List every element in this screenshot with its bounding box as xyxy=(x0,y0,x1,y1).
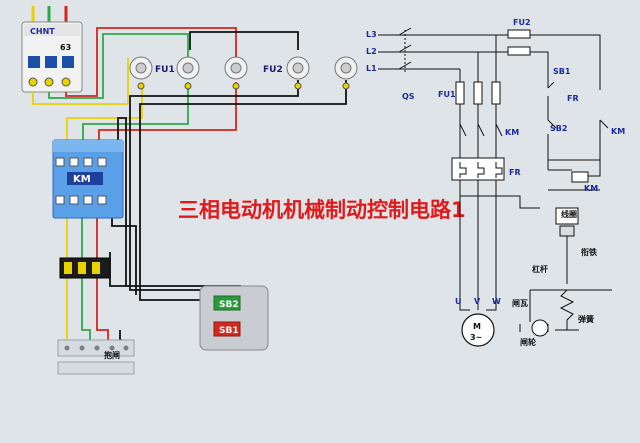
fu2-label: FU2 xyxy=(263,65,283,75)
button-station: SB2 SB1 xyxy=(199,285,269,351)
label-fr-contact: FR xyxy=(567,94,579,103)
label-spring: 弹簧 xyxy=(578,314,594,324)
schematic-lines xyxy=(378,27,612,337)
terminal-label: 抱闸 xyxy=(104,350,120,360)
label-armature: 衔铁 xyxy=(581,247,597,257)
breaker-brand: CHNT xyxy=(30,27,55,36)
start-button[interactable] xyxy=(213,295,241,311)
circuit-breaker[interactable]: CHNT 63 xyxy=(21,21,83,93)
start-button-label: SB2 xyxy=(219,300,239,310)
label-km-coil: KM xyxy=(584,184,598,193)
label-u: U xyxy=(455,297,462,306)
fuse-block-fu2[interactable]: FU2 xyxy=(263,56,358,90)
motor[interactable]: M 3~ xyxy=(461,313,495,347)
label-fr-main: FR xyxy=(509,168,521,177)
terminal-strip[interactable]: 抱闸 xyxy=(57,339,135,375)
label-km-aux: KM xyxy=(611,127,625,136)
label-qs: QS xyxy=(402,92,415,101)
label-sb2: SB2 xyxy=(550,124,567,133)
thermal-relay[interactable] xyxy=(59,257,111,279)
label-lever: 杠杆 xyxy=(532,264,548,274)
label-l2: L2 xyxy=(366,47,377,56)
label-fu1: FU1 xyxy=(438,90,456,99)
stop-button-label: SB1 xyxy=(219,326,239,336)
schematic-fu2 xyxy=(507,29,531,56)
label-sb1: SB1 xyxy=(553,67,571,76)
fuse-block-fu1[interactable]: FU1 xyxy=(129,56,248,90)
label-v: V xyxy=(474,297,481,306)
label-shoe: 闸瓦 xyxy=(512,298,528,308)
breaker-rating: 63 xyxy=(60,43,71,52)
motor-phase: 3~ xyxy=(470,333,482,342)
label-coil: 线圈 xyxy=(561,209,577,219)
motor-m: M xyxy=(473,322,481,331)
diagram-title: 三相电动机机械制动控制电路1 xyxy=(178,198,466,222)
fu1-label: FU1 xyxy=(155,65,175,75)
label-wheel: 闸轮 xyxy=(520,337,536,347)
stop-button[interactable] xyxy=(213,321,241,337)
label-l1: L1 xyxy=(366,64,377,73)
contactor-km[interactable]: KM xyxy=(52,139,124,219)
label-km-main: KM xyxy=(505,128,519,137)
contactor-label: KM xyxy=(73,174,91,185)
schematic-labels: L3 L2 L1 QS FU1 FU2 KM FR SB1 FR SB2 KM … xyxy=(366,18,625,347)
label-l3: L3 xyxy=(366,30,377,39)
label-w: W xyxy=(492,297,501,306)
supply-leads xyxy=(31,6,68,22)
label-fu2: FU2 xyxy=(513,18,531,27)
